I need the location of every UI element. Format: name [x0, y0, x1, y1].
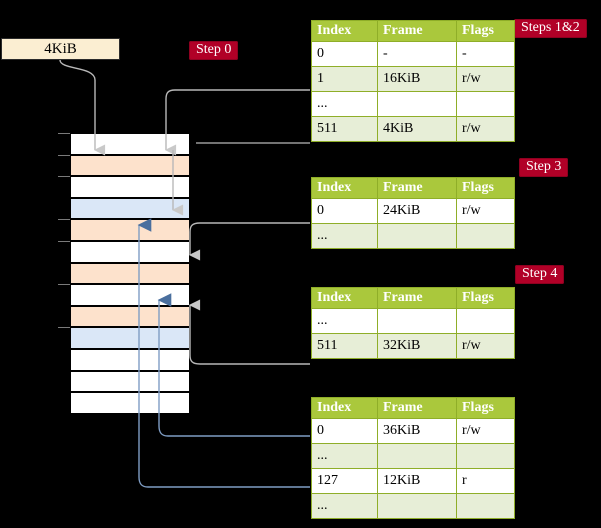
- cell-index: ...: [311, 223, 378, 249]
- cell-flags: r/w: [456, 198, 515, 224]
- table-row: ...: [311, 443, 515, 469]
- memory-tick: [58, 284, 70, 285]
- column-header-flags: Flags: [456, 20, 515, 42]
- cell-flags: r/w: [456, 116, 515, 142]
- memory-tick: [58, 327, 70, 328]
- cell-index: ...: [311, 308, 378, 334]
- memory-frame-row: [70, 241, 190, 263]
- table-row: 0--: [311, 41, 515, 67]
- memory-frame-row: [70, 154, 190, 177]
- memory-tick: [58, 241, 70, 242]
- step-badge-label: Step 0: [196, 42, 232, 57]
- memory-tick: [58, 176, 70, 177]
- cell-flags: r/w: [456, 333, 515, 359]
- memory-tick: [58, 219, 70, 220]
- cell-frame: [377, 91, 457, 117]
- memory-frame-row: [70, 370, 190, 393]
- memory-frame-row: [70, 392, 190, 414]
- column-header-frame: Frame: [377, 397, 457, 419]
- cell-frame: [377, 223, 457, 249]
- step-badge-step3: Step 3: [519, 158, 569, 177]
- cell-index: 511: [311, 333, 378, 359]
- source-frame-box: 4KiB: [1, 38, 120, 60]
- column-header-frame: Frame: [377, 287, 457, 309]
- memory-frame-row: [70, 305, 190, 328]
- source-frame-label: 4KiB: [44, 40, 77, 57]
- memory-frame-row: [70, 262, 190, 285]
- cell-index: ...: [311, 91, 378, 117]
- cell-frame: [377, 443, 457, 469]
- cell-index: ...: [311, 443, 378, 469]
- cell-index: 127: [311, 468, 378, 494]
- cell-flags: [456, 493, 515, 519]
- cell-flags: [456, 308, 515, 334]
- cell-frame: 36KiB: [377, 418, 457, 444]
- table-row: ...: [311, 308, 515, 334]
- memory-frame-row: [70, 133, 190, 155]
- column-header-frame: Frame: [377, 20, 457, 42]
- memory-tick: [58, 133, 70, 134]
- column-header-flags: Flags: [456, 287, 515, 309]
- step-badge-label: Step 3: [526, 159, 562, 174]
- table-row: ...: [311, 223, 515, 249]
- memory-frame-row: [70, 219, 190, 241]
- cell-flags: [456, 443, 515, 469]
- cell-index: 0: [311, 41, 378, 67]
- cell-index: 0: [311, 418, 378, 444]
- column-header-index: Index: [311, 397, 378, 419]
- cell-index: ...: [311, 493, 378, 519]
- column-header-flags: Flags: [456, 397, 515, 419]
- cell-index: 1: [311, 66, 378, 92]
- cell-index: 0: [311, 198, 378, 224]
- step-badge-step0: Step 0: [189, 41, 239, 60]
- cell-flags: -: [456, 41, 515, 67]
- column-header-index: Index: [311, 287, 378, 309]
- column-header-frame: Frame: [377, 177, 457, 199]
- cell-frame: 12KiB: [377, 468, 457, 494]
- step-badge-label: Steps 1&2: [521, 20, 580, 35]
- cell-index: 511: [311, 116, 378, 142]
- cell-frame: [377, 308, 457, 334]
- cell-flags: r/w: [456, 66, 515, 92]
- memory-frame-row: [70, 176, 190, 198]
- cell-flags: [456, 91, 515, 117]
- cell-frame: [377, 493, 457, 519]
- memory-frame-row: [70, 284, 190, 306]
- memory-frame-row: [70, 197, 190, 220]
- cell-frame: 24KiB: [377, 198, 457, 224]
- step-badge-steps12: Steps 1&2: [514, 19, 587, 38]
- column-header-flags: Flags: [456, 177, 515, 199]
- step-badge-step4: Step 4: [515, 265, 565, 284]
- cell-flags: r: [456, 468, 515, 494]
- table-row: ...: [311, 493, 515, 519]
- column-header-index: Index: [311, 177, 378, 199]
- cell-flags: [456, 223, 515, 249]
- cell-frame: 32KiB: [377, 333, 457, 359]
- cell-frame: 4KiB: [377, 116, 457, 142]
- table-row: ...: [311, 91, 515, 117]
- step-badge-label: Step 4: [522, 266, 558, 281]
- cell-frame: 16KiB: [377, 66, 457, 92]
- cell-frame: -: [377, 41, 457, 67]
- column-header-index: Index: [311, 20, 378, 42]
- physical-memory-column: [70, 133, 190, 414]
- memory-tick: [58, 155, 70, 156]
- cell-flags: r/w: [456, 418, 515, 444]
- memory-frame-row: [70, 327, 190, 349]
- memory-frame-row: [70, 349, 190, 371]
